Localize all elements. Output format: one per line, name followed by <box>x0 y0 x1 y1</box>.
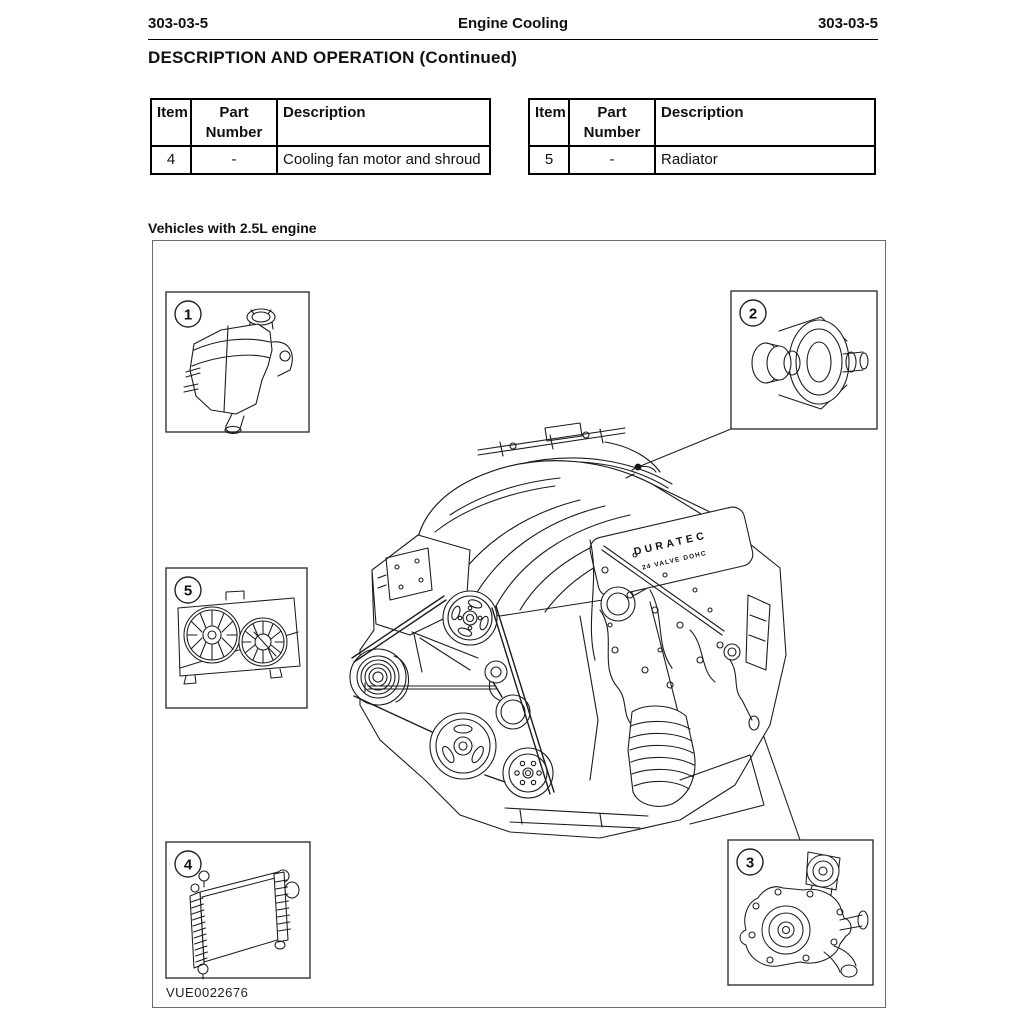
callout-number-2: 2 <box>749 306 757 323</box>
cell-item: 4 <box>150 145 192 175</box>
callout-box-4: 4 <box>165 841 311 980</box>
callout-badge <box>174 576 202 604</box>
table-header-part-number: Part Number <box>568 98 656 147</box>
callout-number-4: 4 <box>184 857 193 874</box>
cell-description: Cooling fan motor and shroud <box>276 145 491 175</box>
water-pump-drawing <box>739 851 869 978</box>
figure: DURATEC 24 VALVE DOHC <box>152 240 886 1013</box>
section-heading: DESCRIPTION AND OPERATION (Continued) <box>148 48 518 67</box>
callout-badge <box>174 300 202 328</box>
header-section-code-right: 303-03-5 <box>817 15 878 32</box>
table-header-description: Description <box>276 98 491 147</box>
table-header-item: Item <box>150 98 192 147</box>
parts-table-left: Item Part Number Description 4 - Cooling… <box>150 98 491 175</box>
figure-id: VUE0022676 <box>166 985 248 1000</box>
table-row: 5 - Radiator <box>528 145 876 175</box>
callout-number-5: 5 <box>184 583 192 600</box>
table-header-item: Item <box>528 98 570 147</box>
figure-caption: Vehicles with 2.5L engine <box>148 220 317 236</box>
header-title: Engine Cooling <box>458 15 568 32</box>
parts-table-right: Item Part Number Description 5 - Radiato… <box>528 98 876 175</box>
cell-description: Radiator <box>654 145 876 175</box>
header-section-code-left: 303-03-5 <box>148 15 209 32</box>
table-header-row: Item Part Number Description <box>528 98 876 147</box>
radiator-drawing <box>189 869 300 980</box>
cell-part-number: - <box>568 145 656 175</box>
callout-box-5: 5 <box>165 567 308 709</box>
cooling-fan-drawing <box>177 590 301 685</box>
callout-box-2: 2 <box>730 290 878 430</box>
table-header-part-number: Part Number <box>190 98 278 147</box>
callout-number-3: 3 <box>746 855 754 872</box>
engine-drawing: DURATEC 24 VALVE DOHC <box>349 422 787 839</box>
thermostat-drawing <box>751 316 869 410</box>
callout-box-3: 3 <box>727 839 874 986</box>
page-header: 303-03-5 Engine Cooling 303-03-5 <box>148 15 878 32</box>
table-header-description: Description <box>654 98 876 147</box>
cell-part-number: - <box>190 145 278 175</box>
callout-badge <box>739 299 767 327</box>
header-rule <box>148 39 878 40</box>
table-header-row: Item Part Number Description <box>150 98 491 147</box>
callout-number-1: 1 <box>184 307 192 324</box>
figure-canvas: DURATEC 24 VALVE DOHC <box>152 240 886 1008</box>
callout-box-1: 1 <box>165 291 310 435</box>
callout-badge <box>736 848 764 876</box>
cell-item: 5 <box>528 145 570 175</box>
callout-badge <box>174 850 202 878</box>
table-row: 4 - Cooling fan motor and shroud <box>150 145 491 175</box>
expansion-tank-drawing <box>183 308 293 435</box>
